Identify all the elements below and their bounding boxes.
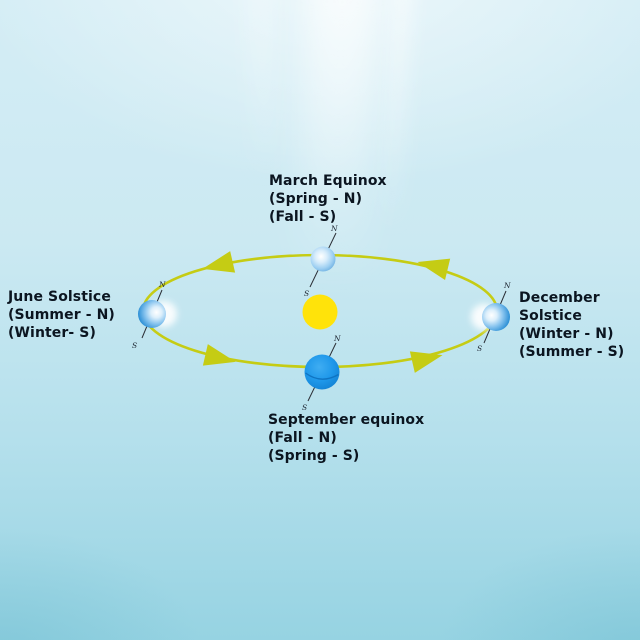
label-line: (Fall - S): [269, 209, 337, 225]
south-pole-label: S: [302, 403, 307, 412]
orbit-arrow-top-right: [417, 258, 451, 280]
north-pole-label: N: [333, 334, 341, 343]
earth-june-solstice: N S: [132, 280, 177, 350]
earth-september-equinox: N S: [302, 334, 341, 412]
equator-line: [305, 372, 339, 380]
label-june-solstice: June Solstice (Summer - N) (Winter- S): [8, 288, 115, 342]
south-pole-label: S: [132, 341, 137, 350]
orbit-arrow-bottom-left: [202, 344, 236, 366]
label-line: June Solstice: [8, 289, 111, 305]
label-december-solstice: December Solstice (Winter - N) (Summer -…: [519, 289, 624, 361]
label-march-equinox: March Equinox (Spring - N) (Fall - S): [269, 172, 387, 226]
label-line: Solstice: [519, 308, 582, 324]
south-pole-label: S: [304, 289, 309, 298]
earth-globe: [138, 300, 166, 328]
label-line: March Equinox: [269, 173, 387, 189]
north-pole-label: N: [330, 224, 338, 233]
north-pole-label: N: [158, 280, 166, 289]
label-line: September equinox: [268, 412, 425, 428]
label-line: (Summer - N): [8, 307, 115, 323]
label-line: (Winter - N): [519, 326, 614, 342]
earth-december-solstice: N S: [471, 281, 511, 353]
orbit-arrow-bottom-right: [409, 351, 443, 373]
sun: [302, 294, 338, 330]
label-line: (Winter- S): [8, 325, 96, 341]
earth-globe: [304, 354, 340, 390]
label-line: (Summer - S): [519, 344, 625, 360]
label-line: December: [519, 290, 600, 306]
orbit-arrow-top-left: [202, 251, 236, 273]
label-line: (Spring - S): [268, 448, 360, 464]
label-line: (Spring - N): [269, 191, 363, 207]
south-pole-label: S: [477, 344, 482, 353]
label-line: (Fall - N): [268, 430, 337, 446]
label-september-equinox: September equinox (Fall - N) (Spring - S…: [268, 411, 424, 465]
earth-globe: [310, 246, 336, 272]
earth-globe: [482, 303, 510, 331]
earth-march-equinox: N S: [304, 224, 338, 298]
north-pole-label: N: [503, 281, 511, 290]
